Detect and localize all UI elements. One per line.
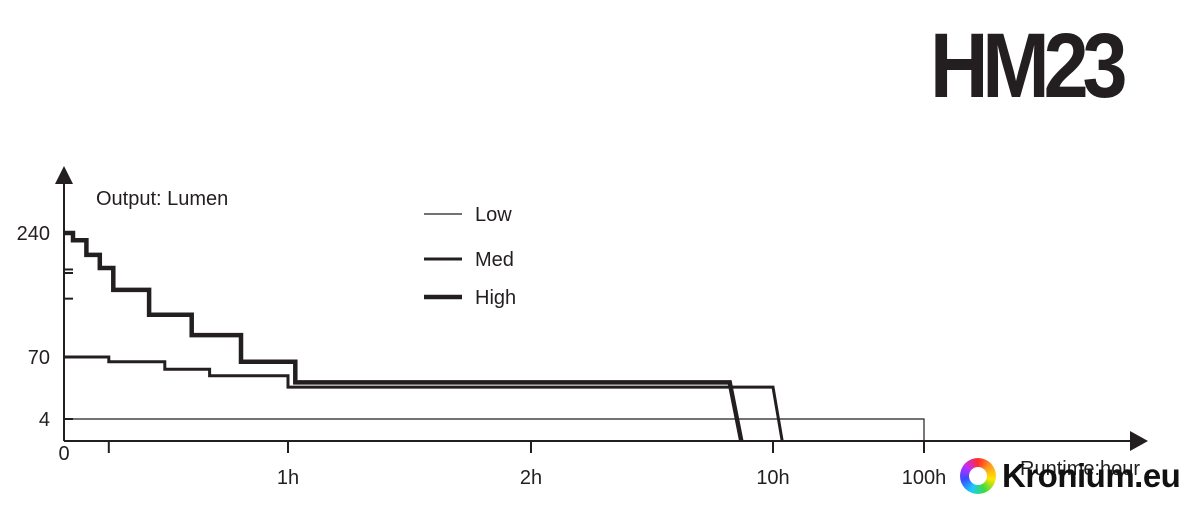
chart-axes xyxy=(55,166,1148,451)
x-tick-label: 10h xyxy=(756,467,789,489)
kronium-ring-icon xyxy=(960,458,996,494)
x-axis-arrow-icon xyxy=(1130,431,1148,451)
brand-logo-text: Kronium.eu xyxy=(1002,457,1181,494)
y-axis-label: Output: Lumen xyxy=(96,188,228,210)
y-tick-label: 240 xyxy=(17,223,50,245)
x-tick-label: 100h xyxy=(902,467,947,489)
x-tick-label: 1h xyxy=(277,467,299,489)
legend-label-high: High xyxy=(475,287,516,309)
series-line-med xyxy=(64,355,784,442)
page-title: HM23 xyxy=(930,15,1128,117)
x-tick-label: 2h xyxy=(520,467,542,489)
y-tick-label: 70 xyxy=(28,347,50,369)
legend-label-low: Low xyxy=(475,204,512,226)
x-axis-label: Runtime:hour xyxy=(1020,458,1140,480)
x-axis-ticks: 0 1h 2h 10h 100h xyxy=(58,441,946,489)
legend-label-med: Med xyxy=(475,249,514,271)
series-line-high xyxy=(64,230,744,442)
series-line-low xyxy=(64,418,925,441)
y-axis-arrow-icon xyxy=(55,166,73,184)
x-tick-label: 0 xyxy=(58,443,69,465)
brand-logo: Kronium.eu xyxy=(960,457,1181,495)
y-tick-label: 4 xyxy=(39,409,50,431)
chart-series xyxy=(64,230,925,442)
